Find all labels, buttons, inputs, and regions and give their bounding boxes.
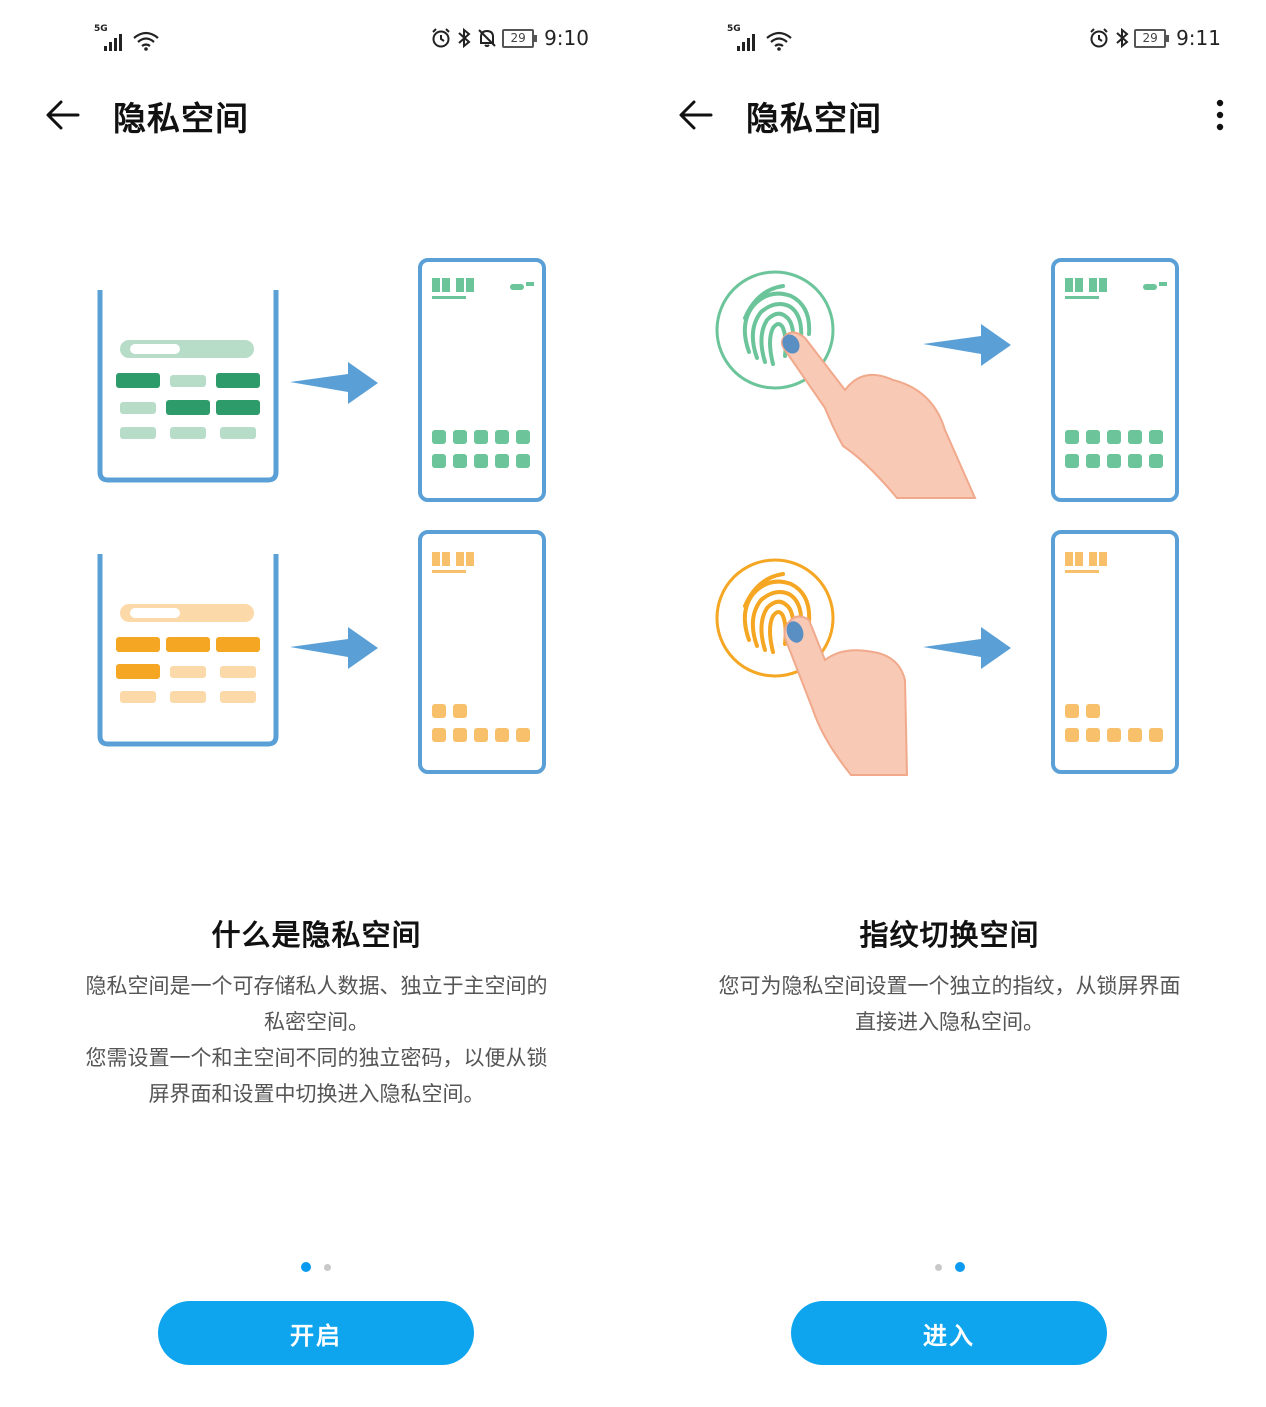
alarm-icon [1090,28,1108,48]
arrow-orange [290,627,378,669]
back-button[interactable] [44,96,82,134]
status-indicators: 29 9:10 [430,26,589,50]
back-arrow-icon [679,100,713,130]
section-description: 您可为隐私空间设置一个独立的指纹，从锁屏界面 直接进入隐私空间。 [718,974,1181,1034]
status-bar: 5G 29 9:11 [633,22,1266,58]
page-title: 隐私空间 [746,99,882,138]
phone-orange [418,530,546,774]
battery-icon: 29 [502,28,538,48]
enable-button[interactable]: 开启 [158,1301,474,1365]
arrow-green [290,362,378,404]
battery-icon: 29 [1134,28,1170,48]
more-options-button[interactable] [1208,96,1232,134]
section-heading: 什么是隐私空间 [211,918,422,952]
page-indicator [633,1262,1266,1274]
phone-orange [1051,530,1179,774]
back-arrow-icon [46,100,80,130]
enter-button[interactable]: 进入 [791,1301,1107,1365]
bell-off-icon [478,29,496,47]
intro-illustration [97,258,546,774]
screen-intro: 5G [0,22,633,1365]
more-vert-icon [1216,99,1224,131]
wifi-icon [133,31,159,51]
clock: 9:10 [544,26,589,50]
page-indicator [0,1262,633,1274]
signal-icon [737,34,755,51]
page-dot-active [955,1262,965,1272]
signal-icon [104,34,122,51]
screen-fingerprint: 5G 29 9:11 [633,0,1266,1407]
network-label: 5G [727,24,741,34]
tray-green [97,290,279,483]
page-title: 隐私空间 [113,99,249,138]
bluetooth-icon [1116,27,1129,49]
page-dot [935,1264,942,1271]
back-button[interactable] [677,96,715,134]
phone-green [418,258,546,502]
fingerprint-green-icon [715,270,835,390]
tray-orange [97,554,279,747]
phone-green [1051,258,1179,502]
arrow-green [923,324,1011,366]
section-description: 隐私空间是一个可存储私人数据、独立于主空间的 私密空间。 您需设置一个和主空间不… [85,974,548,1106]
status-bar: 5G [0,22,633,58]
clock: 9:11 [1176,26,1221,50]
title-bar: 隐私空间 [0,90,633,144]
page-dot [324,1264,331,1271]
wifi-icon [766,31,792,51]
alarm-icon [432,28,450,48]
fingerprint-illustration [715,258,1179,776]
hand-orange [783,615,909,776]
page-dot-active [301,1262,311,1272]
arrow-orange [923,627,1011,669]
hand-green [781,331,977,499]
title-bar: 隐私空间 [633,90,1266,144]
status-indicators: 29 9:11 [1088,26,1221,50]
section-heading: 指纹切换空间 [859,918,1040,952]
network-label: 5G [94,24,108,34]
bluetooth-icon [458,27,471,49]
